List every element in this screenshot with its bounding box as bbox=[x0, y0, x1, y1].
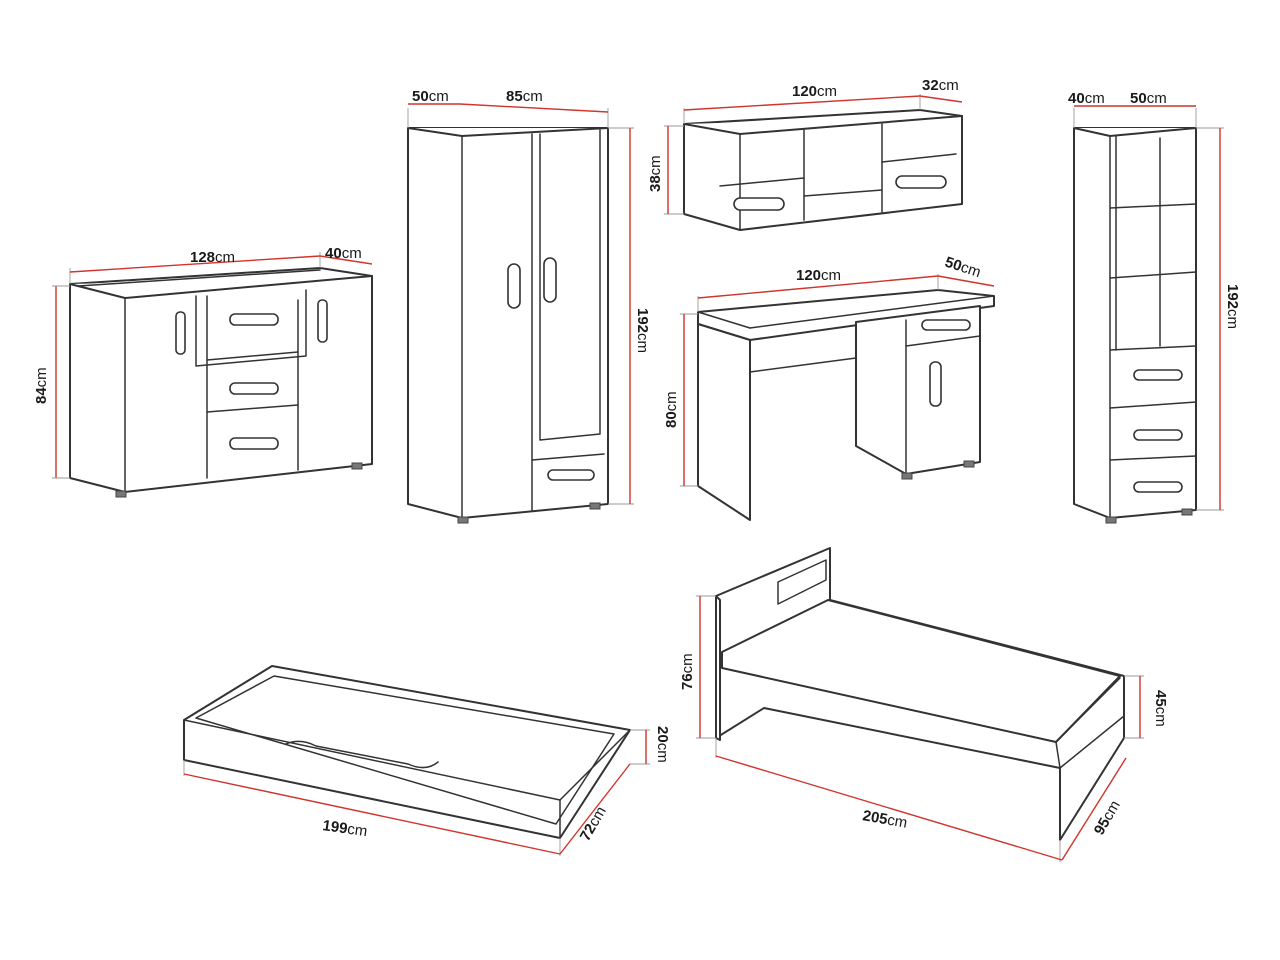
unit-label: cm bbox=[1152, 707, 1169, 727]
dresser-drawer-handle-1-icon bbox=[229, 313, 279, 326]
dresser-drawer-handle-2-icon bbox=[229, 382, 279, 395]
svg-text:20cm: 20cm bbox=[654, 726, 671, 763]
svg-text:50cm: 50cm bbox=[1130, 90, 1167, 107]
unit-label: cm bbox=[346, 821, 368, 841]
bookcase-drawing bbox=[1073, 127, 1197, 524]
bookcase-width-label: 50 bbox=[1130, 90, 1147, 107]
svg-text:38cm: 38cm bbox=[647, 155, 664, 192]
unit-label: cm bbox=[821, 267, 841, 284]
svg-text:40cm: 40cm bbox=[325, 245, 362, 262]
bookcase-height-label: 192 bbox=[1224, 284, 1241, 309]
underbed-drawer-drawing bbox=[183, 665, 631, 839]
unit-label: cm bbox=[959, 259, 983, 281]
wall-shelf-drawing bbox=[683, 109, 963, 231]
bookcase-drawer-handle-1-icon bbox=[1133, 369, 1183, 381]
wall-shelf-handle-right-icon bbox=[895, 175, 947, 189]
dresser-door-handle-right-icon bbox=[317, 299, 328, 343]
wardrobe-door-handle-right-icon bbox=[543, 257, 557, 303]
wall-shelf-width-label: 120 bbox=[792, 83, 817, 100]
dresser-drawing bbox=[69, 267, 373, 498]
unit-label: cm bbox=[342, 245, 362, 262]
wardrobe-door-handle-left-icon bbox=[507, 263, 521, 309]
drawer-height-label: 20 bbox=[654, 726, 671, 743]
wall-shelf-dimensions: 120cm 32cm 38cm bbox=[647, 77, 963, 215]
desk-depth-label: 50 bbox=[943, 254, 964, 275]
svg-text:45cm: 45cm bbox=[1152, 690, 1169, 727]
bed-frame-height-label: 45 bbox=[1152, 690, 1169, 707]
wardrobe-depth-label: 50 bbox=[412, 88, 429, 105]
svg-text:40cm: 40cm bbox=[1068, 90, 1105, 107]
svg-text:50cm: 50cm bbox=[943, 254, 983, 282]
svg-text:120cm: 120cm bbox=[792, 83, 837, 100]
drawer-length-label: 199 bbox=[321, 817, 348, 837]
wall-shelf-height-label: 38 bbox=[647, 175, 664, 192]
svg-text:128cm: 128cm bbox=[190, 249, 235, 266]
bookcase-drawer-handle-2-icon bbox=[1133, 429, 1183, 441]
svg-text:199cm: 199cm bbox=[321, 817, 368, 840]
unit-label: cm bbox=[939, 77, 959, 94]
bookcase-dimensions: 40cm 50cm 192cm bbox=[1068, 90, 1241, 511]
desk-drawer-handle-icon bbox=[921, 319, 971, 331]
svg-text:205cm: 205cm bbox=[861, 807, 908, 832]
svg-text:192cm: 192cm bbox=[1224, 284, 1241, 329]
wardrobe-height-label: 192 bbox=[634, 308, 651, 333]
dresser-depth-label: 40 bbox=[325, 245, 342, 262]
unit-label: cm bbox=[1224, 309, 1241, 329]
desk-height-label: 80 bbox=[663, 411, 680, 428]
unit-label: cm bbox=[817, 83, 837, 100]
bed-drawing bbox=[715, 547, 1125, 841]
desk-dimensions: 120cm 50cm 80cm bbox=[663, 254, 995, 487]
bed-headboard-height-label: 76 bbox=[679, 673, 696, 690]
desk-door-handle-icon bbox=[929, 361, 942, 407]
drawer-width-label: 72 bbox=[577, 821, 600, 844]
svg-text:80cm: 80cm bbox=[663, 391, 680, 428]
bookcase-depth-label: 40 bbox=[1068, 90, 1085, 107]
wall-shelf-depth-label: 32 bbox=[922, 77, 939, 94]
desk-width-label: 120 bbox=[796, 267, 821, 284]
svg-text:50cm: 50cm bbox=[412, 88, 449, 105]
svg-text:84cm: 84cm bbox=[33, 367, 50, 404]
svg-text:85cm: 85cm bbox=[506, 88, 543, 105]
bookcase-drawer-handle-3-icon bbox=[1133, 481, 1183, 493]
desk-drawing bbox=[697, 289, 995, 521]
svg-text:95cm: 95cm bbox=[1091, 798, 1124, 838]
wardrobe-width-label: 85 bbox=[506, 88, 523, 105]
unit-label: cm bbox=[523, 88, 543, 105]
svg-text:120cm: 120cm bbox=[796, 267, 841, 284]
unit-label: cm bbox=[33, 367, 50, 387]
unit-label: cm bbox=[634, 333, 651, 353]
wall-shelf-handle-left-icon bbox=[733, 197, 785, 211]
wardrobe-drawing bbox=[407, 127, 609, 524]
unit-label: cm bbox=[1147, 90, 1167, 107]
bed-width-label: 95 bbox=[1091, 815, 1114, 838]
unit-label: cm bbox=[215, 249, 235, 266]
dresser-door-handle-left-icon bbox=[175, 311, 186, 355]
underbed-drawer-dimensions: 199cm 72cm 20cm bbox=[183, 726, 671, 856]
dresser-width-label: 128 bbox=[190, 249, 215, 266]
dresser-drawer-handle-3-icon bbox=[229, 437, 279, 450]
bed-length-label: 205 bbox=[861, 807, 889, 828]
dresser-height-label: 84 bbox=[33, 387, 50, 404]
svg-text:192cm: 192cm bbox=[634, 308, 651, 353]
unit-label: cm bbox=[429, 88, 449, 105]
wardrobe-drawer-handle-icon bbox=[547, 469, 595, 481]
svg-text:72cm: 72cm bbox=[577, 804, 610, 844]
bed-dimensions: 76cm 45cm 205cm 95cm bbox=[679, 595, 1169, 862]
unit-label: cm bbox=[1085, 90, 1105, 107]
unit-label: cm bbox=[886, 812, 909, 832]
svg-text:76cm: 76cm bbox=[679, 653, 696, 690]
dresser-dimensions: 128cm 40cm 84cm bbox=[33, 245, 373, 479]
unit-label: cm bbox=[679, 653, 696, 673]
svg-text:32cm: 32cm bbox=[922, 77, 959, 94]
unit-label: cm bbox=[654, 743, 671, 763]
unit-label: cm bbox=[663, 391, 680, 411]
wardrobe-dimensions: 50cm 85cm 192cm bbox=[407, 88, 651, 505]
unit-label: cm bbox=[647, 155, 664, 175]
